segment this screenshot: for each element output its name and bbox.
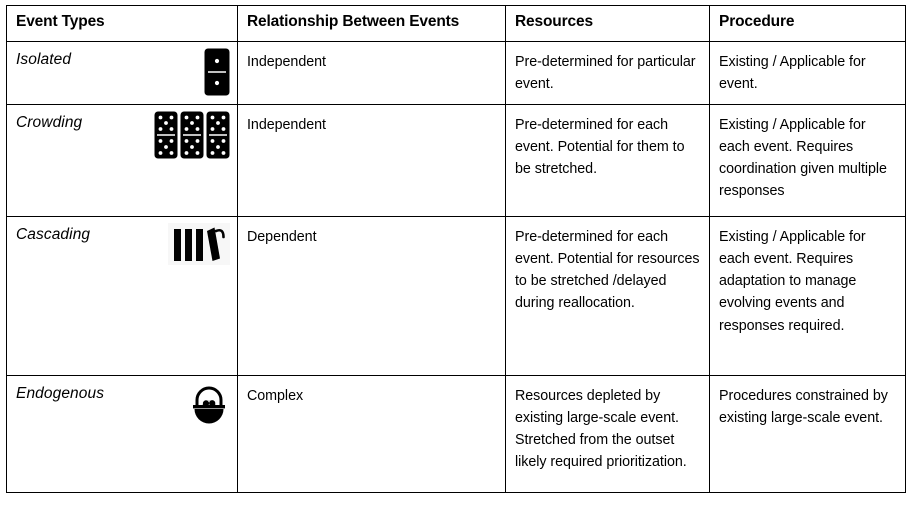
event-type-label: Crowding xyxy=(16,113,83,131)
single-domino-icon xyxy=(204,48,230,96)
column-header-event-types: Event Types xyxy=(6,5,238,42)
procedure-text: Existing / Applicable for each event. Re… xyxy=(710,105,905,211)
procedure-paragraph: Procedures constrained by existing large… xyxy=(719,387,888,426)
cell-resources-cascading: Pre-determined for each event. Potential… xyxy=(505,215,710,376)
procedure-text: Procedures constrained by existing large… xyxy=(710,376,905,438)
falling-dominoes-icon xyxy=(168,222,230,265)
relationship-paragraph: Independent xyxy=(247,116,326,133)
basket-of-eggs-icon xyxy=(188,382,230,424)
cell-resources-crowding: Pre-determined for each event. Potential… xyxy=(505,103,710,217)
cell-relationship-cascading: Dependent xyxy=(237,215,506,376)
event-types-matrix-table: Event Types Relationship Between Events … xyxy=(6,5,906,493)
cell-procedure-isolated: Existing / Applicable for event. xyxy=(709,41,906,105)
procedure-paragraph: Existing / Applicable for event. xyxy=(719,54,866,93)
resources-paragraph: Pre-determined for each event. Potential… xyxy=(515,228,700,312)
resources-paragraph: Resources depleted by existing large-sca… xyxy=(515,387,687,471)
event-type-label: Isolated xyxy=(16,51,72,68)
column-header-resources-label: Resources xyxy=(515,13,593,30)
procedure-paragraph: Existing / Applicable for each event. Re… xyxy=(719,116,887,200)
relationship-paragraph: Complex xyxy=(247,387,304,404)
column-header-event-types-label: Event Types xyxy=(16,13,105,30)
event-type-label: Endogenous xyxy=(16,384,105,402)
cell-resources-isolated: Pre-determined for particular event. xyxy=(505,41,710,105)
event-type-label: Cascading xyxy=(16,225,91,243)
procedure-paragraph: Existing / Applicable for each event. Re… xyxy=(719,228,866,334)
column-header-relationship-label: Relationship Between Events xyxy=(247,13,460,30)
table-row: Crowding xyxy=(6,103,906,217)
cell-relationship-endogenous: Complex xyxy=(237,374,506,493)
cell-resources-endogenous: Resources depleted by existing large-sca… xyxy=(505,374,710,493)
table-row: Endogenous xyxy=(6,374,906,493)
resources-text: Resources depleted by existing large-sca… xyxy=(506,376,709,482)
relationship-paragraph: Dependent xyxy=(247,228,317,245)
cell-event-type-isolated: Isolated xyxy=(6,41,238,105)
column-header-procedure-label: Procedure xyxy=(719,13,795,30)
cell-procedure-crowding: Existing / Applicable for each event. Re… xyxy=(709,103,906,217)
table-row: Cascading xyxy=(6,215,906,376)
cell-relationship-isolated: Independent xyxy=(237,41,506,105)
event-type-wrapper: Crowding xyxy=(7,105,237,233)
table-header-row: Event Types Relationship Between Events … xyxy=(6,5,906,42)
cell-event-type-endogenous: Endogenous xyxy=(6,374,238,493)
resources-paragraph: Pre-determined for each event. Potential… xyxy=(515,116,685,178)
cell-procedure-endogenous: Procedures constrained by existing large… xyxy=(709,374,906,493)
procedure-text: Existing / Applicable for each event. Re… xyxy=(710,217,905,345)
event-type-wrapper: Isolated xyxy=(7,42,237,121)
column-header-resources: Resources xyxy=(505,5,710,42)
cell-relationship-crowding: Independent xyxy=(237,103,506,217)
relationship-text: Dependent xyxy=(238,217,505,256)
table-row: Isolated Independent xyxy=(6,41,906,105)
event-type-wrapper: Cascading xyxy=(7,217,237,392)
cell-procedure-cascading: Existing / Applicable for each event. Re… xyxy=(709,215,906,376)
cell-event-type-crowding: Crowding xyxy=(6,103,238,217)
procedure-text: Existing / Applicable for event. xyxy=(710,42,905,104)
three-dominoes-icon xyxy=(154,111,230,159)
resources-paragraph: Pre-determined for particular event. xyxy=(515,54,696,93)
relationship-text: Complex xyxy=(238,376,505,415)
resources-text: Pre-determined for each event. Potential… xyxy=(506,217,709,323)
cell-event-type-cascading: Cascading xyxy=(6,215,238,376)
column-header-relationship: Relationship Between Events xyxy=(237,5,506,42)
relationship-text: Independent xyxy=(238,105,505,144)
resources-text: Pre-determined for particular event. xyxy=(506,42,709,104)
event-type-wrapper: Endogenous xyxy=(7,376,237,509)
relationship-paragraph: Independent xyxy=(247,54,326,70)
relationship-text: Independent xyxy=(238,42,505,81)
column-header-procedure: Procedure xyxy=(709,5,906,42)
resources-text: Pre-determined for each event. Potential… xyxy=(506,105,709,189)
table-page: Event Types Relationship Between Events … xyxy=(6,5,906,493)
